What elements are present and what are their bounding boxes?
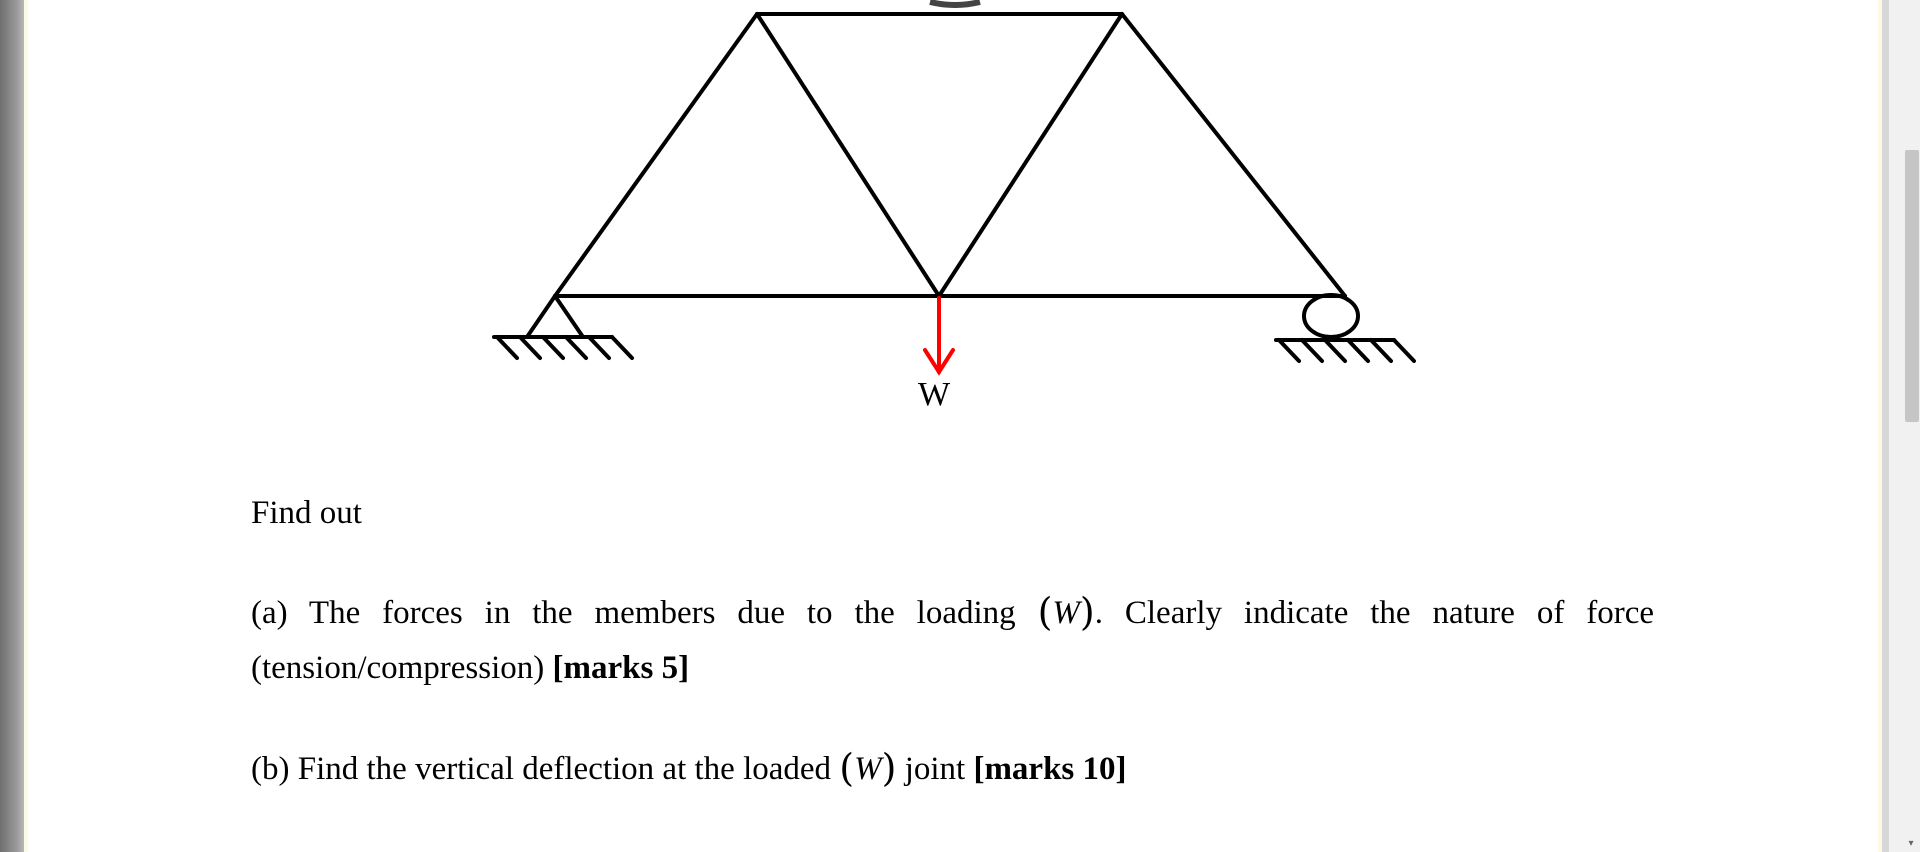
part-b-suffix: joint: [904, 751, 966, 787]
part-b-symbol: (W): [839, 746, 897, 790]
page-edge: [1882, 0, 1888, 852]
pin-support: [492, 294, 634, 360]
left-end-diagonal: [553, 12, 759, 298]
vertical-scrollbar[interactable]: ▾: [1888, 0, 1920, 852]
load-label: W: [918, 376, 951, 413]
document-page: [24, 0, 1882, 852]
cropped-top-shape: [929, 0, 981, 8]
part-b-prefix: (b) Find the vertical deflection at the …: [251, 751, 832, 787]
load-arrow: [923, 296, 955, 376]
part-a-line-1: (a) The forces in the members due to the…: [251, 593, 1654, 631]
intro-text: Find out: [251, 495, 362, 531]
part-b-marks: [marks 10]: [973, 751, 1127, 787]
part-a-symbol: (W). Clearly indicate the nature of forc…: [1037, 590, 1655, 634]
right-end-diagonal: [1120, 12, 1347, 298]
ground-hatch-right: [1277, 338, 1416, 363]
part-a-suffix: . Clearly indicate the nature of force: [1094, 595, 1655, 631]
left-web-diagonal: [755, 12, 941, 298]
part-b-line: (b) Find the vertical deflection at the …: [251, 749, 1127, 787]
ground-hatch-left: [495, 335, 634, 360]
scrollbar-thumb[interactable]: [1905, 150, 1919, 422]
roller-support: [1274, 293, 1416, 363]
part-a-line-2: (tension/compression) [marks 5]: [251, 652, 689, 685]
viewer-left-margin: [0, 0, 24, 852]
part-a-marks: [marks 5]: [552, 650, 690, 686]
roller-icon: [1302, 293, 1360, 339]
part-a-prefix: (a) The forces in the members due to the…: [251, 595, 1016, 631]
scroll-down-arrow-icon[interactable]: ▾: [1908, 838, 1914, 849]
part-a-nature: (tension/compression): [251, 650, 545, 686]
right-web-diagonal: [937, 12, 1124, 298]
